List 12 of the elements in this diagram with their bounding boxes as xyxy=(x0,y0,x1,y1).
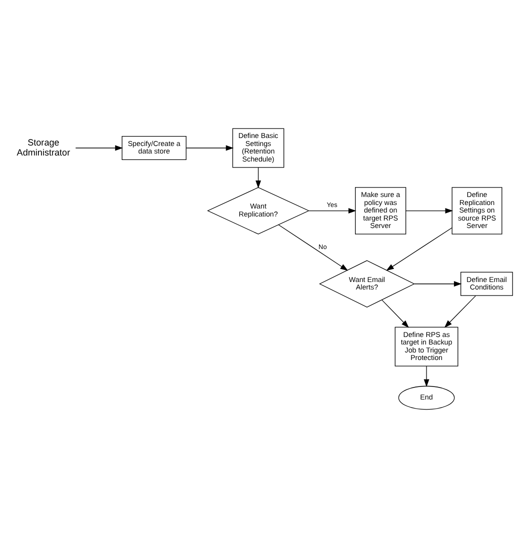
arrow xyxy=(256,166,261,188)
arrow xyxy=(75,144,123,150)
arrow xyxy=(406,208,453,213)
arrow xyxy=(424,365,430,387)
arrow xyxy=(308,208,356,213)
arrow xyxy=(386,226,452,270)
arrow xyxy=(382,299,409,328)
node-text: Storage Administrator xyxy=(16,137,70,157)
arrow xyxy=(444,294,476,328)
arrow xyxy=(186,144,234,150)
arrow xyxy=(278,224,348,270)
arrow xyxy=(414,280,462,286)
